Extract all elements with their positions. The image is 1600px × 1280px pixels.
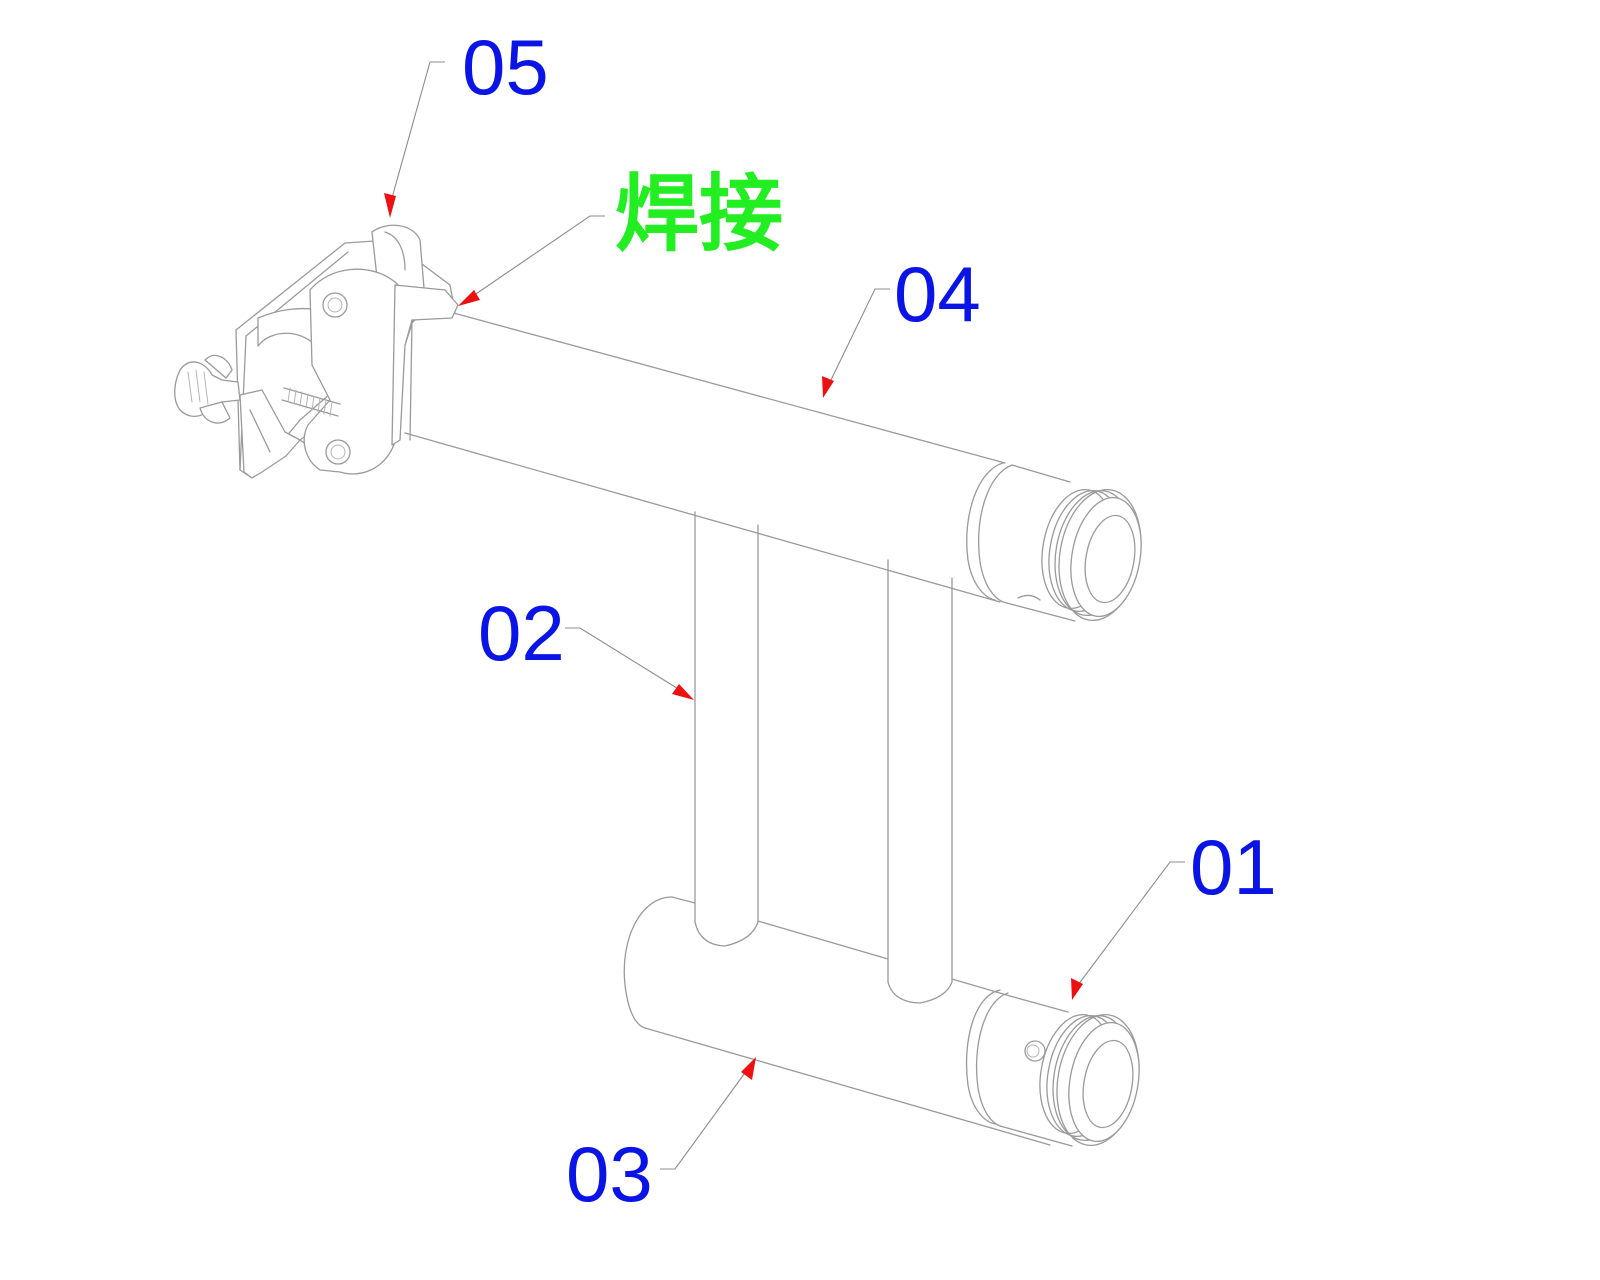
coupler-clamp-05 (174, 224, 459, 479)
spigot-01 (999, 995, 1140, 1147)
threaded-bolt (281, 387, 341, 417)
wing-nut (174, 354, 241, 424)
arrowhead-05 (384, 193, 396, 218)
leader-weld (458, 215, 605, 306)
part-label-05: 05 (462, 23, 549, 111)
leader-04 (822, 288, 890, 398)
vertical-tube-left (694, 511, 759, 947)
arrowhead-weld (458, 290, 480, 306)
leader-01 (1071, 861, 1185, 1000)
spigot-04 (1041, 488, 1142, 622)
arrowhead-04 (822, 376, 834, 398)
part-label-03: 03 (566, 1130, 653, 1218)
part-label-02: 02 (478, 589, 565, 677)
upper-tube (404, 311, 1076, 622)
lower-tube (623, 896, 1051, 1146)
leader-03 (660, 1057, 756, 1170)
vertical-tube-right (887, 559, 953, 1004)
leader-02 (565, 627, 694, 700)
arrowhead-01 (1071, 978, 1083, 1000)
part-label-01: 01 (1190, 823, 1277, 911)
part-label-04: 04 (894, 250, 981, 338)
arrowhead-02 (672, 684, 694, 700)
weld-label: 焊接 (615, 165, 784, 263)
leader-05 (384, 61, 445, 218)
arrowhead-03 (741, 1057, 756, 1080)
